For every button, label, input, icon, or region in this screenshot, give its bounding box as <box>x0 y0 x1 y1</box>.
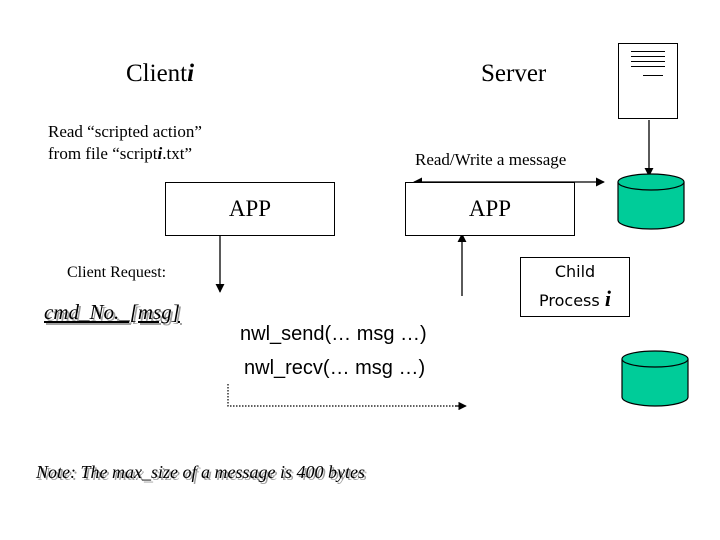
cmd-format: cmd_No._[msg] <box>44 300 180 324</box>
client-title: Clienti <box>126 60 195 87</box>
client-request-label: Client Request: <box>67 264 167 281</box>
nwl-send: nwl_send(… msg …) <box>240 323 427 345</box>
document-icon <box>618 43 678 119</box>
app-box-client: APP <box>165 182 335 236</box>
database-icon <box>621 350 689 407</box>
note-text: Note: The max_size of a message is 400 b… <box>36 462 365 482</box>
server-title: Server <box>481 60 547 87</box>
app-box-server: APP <box>405 182 575 236</box>
read-write-label: Read/Write a message <box>415 150 567 169</box>
send-recv-bracket <box>227 384 462 407</box>
database-icon <box>617 173 685 230</box>
nwl-calls: nwl_send(… msg …) nwl_recv(… msg …) <box>240 317 427 385</box>
read-action-text: Read “scripted action” from file “script… <box>48 122 202 163</box>
nwl-recv: nwl_recv(… msg …) <box>244 357 426 379</box>
child-process-box: Child Process i <box>520 257 630 317</box>
